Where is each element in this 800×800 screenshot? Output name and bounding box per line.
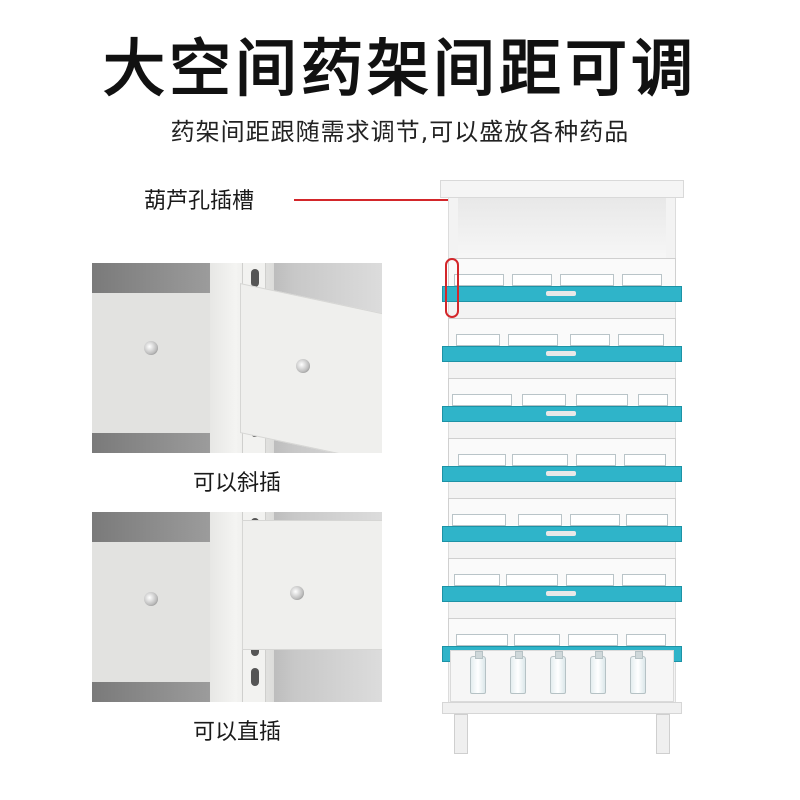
medicine-box [518, 514, 562, 526]
cabinet-leg [454, 714, 468, 754]
tray-handle [546, 411, 576, 416]
iv-bottle [550, 651, 566, 694]
detail-photo-straight [92, 512, 382, 702]
medicine-box [566, 574, 614, 586]
iv-bottle [470, 651, 486, 694]
tray-handle [546, 531, 576, 536]
shelf-tray [442, 498, 682, 544]
medicine-box [458, 454, 506, 466]
medicine-box [624, 454, 666, 466]
medicine-box [576, 394, 628, 406]
medicine-box [626, 634, 666, 646]
medicine-box [560, 274, 614, 286]
medicine-box [568, 634, 618, 646]
pharmacy-shelf-cabinet [440, 180, 684, 755]
callout-label: 葫芦孔插槽 [144, 189, 255, 214]
cabinet-top [440, 180, 684, 198]
screw-icon [144, 341, 158, 355]
medicine-box [570, 514, 620, 526]
shelf-tray [442, 258, 682, 304]
medicine-box [522, 394, 566, 406]
iv-bottle [630, 651, 646, 694]
keyhole-slot-highlight [445, 258, 459, 318]
tray-handle [546, 471, 576, 476]
shelf-tray [442, 438, 682, 484]
medicine-box [452, 514, 506, 526]
medicine-box [512, 454, 568, 466]
shelf-plate-left [92, 542, 212, 682]
medicine-box [508, 334, 558, 346]
shelf-bracket-plate [240, 283, 382, 453]
medicine-box [456, 634, 508, 646]
medicine-box [626, 514, 668, 526]
iv-bottle [590, 651, 606, 694]
photo-caption-slanted: 可以斜插 [192, 471, 281, 496]
detail-photo-slanted [92, 263, 382, 453]
cabinet-base [442, 702, 682, 714]
subheadline: 药架间距跟随需求调节,可以盛放各种药品 [170, 118, 630, 146]
iv-bottle [510, 651, 526, 694]
tray-handle [546, 351, 576, 356]
medicine-box [452, 394, 512, 406]
medicine-box [570, 334, 610, 346]
screw-icon [144, 592, 158, 606]
medicine-box [454, 274, 504, 286]
medicine-box [512, 274, 552, 286]
medicine-box [456, 334, 500, 346]
medicine-box [506, 574, 558, 586]
cabinet-leg [656, 714, 670, 754]
medicine-box [454, 574, 500, 586]
shelf-tray [442, 558, 682, 604]
medicine-box [514, 634, 560, 646]
screw-icon [296, 359, 310, 373]
shelf-tray [442, 378, 682, 424]
medicine-box [618, 334, 664, 346]
headline: 大空间药架间距可调 [102, 32, 697, 105]
shelf-tray [442, 318, 682, 364]
tray-handle [546, 591, 576, 596]
cabinet-header-panel [458, 198, 666, 260]
medicine-box [638, 394, 668, 406]
medicine-box [576, 454, 616, 466]
medicine-box [622, 574, 666, 586]
shelf-plate-left [92, 293, 212, 433]
shelf-bracket-plate [242, 520, 382, 650]
callout-leader-line [294, 199, 456, 201]
medicine-box [622, 274, 662, 286]
photo-caption-straight: 可以直插 [192, 720, 281, 745]
screw-icon [290, 586, 304, 600]
tray-handle [546, 291, 576, 296]
